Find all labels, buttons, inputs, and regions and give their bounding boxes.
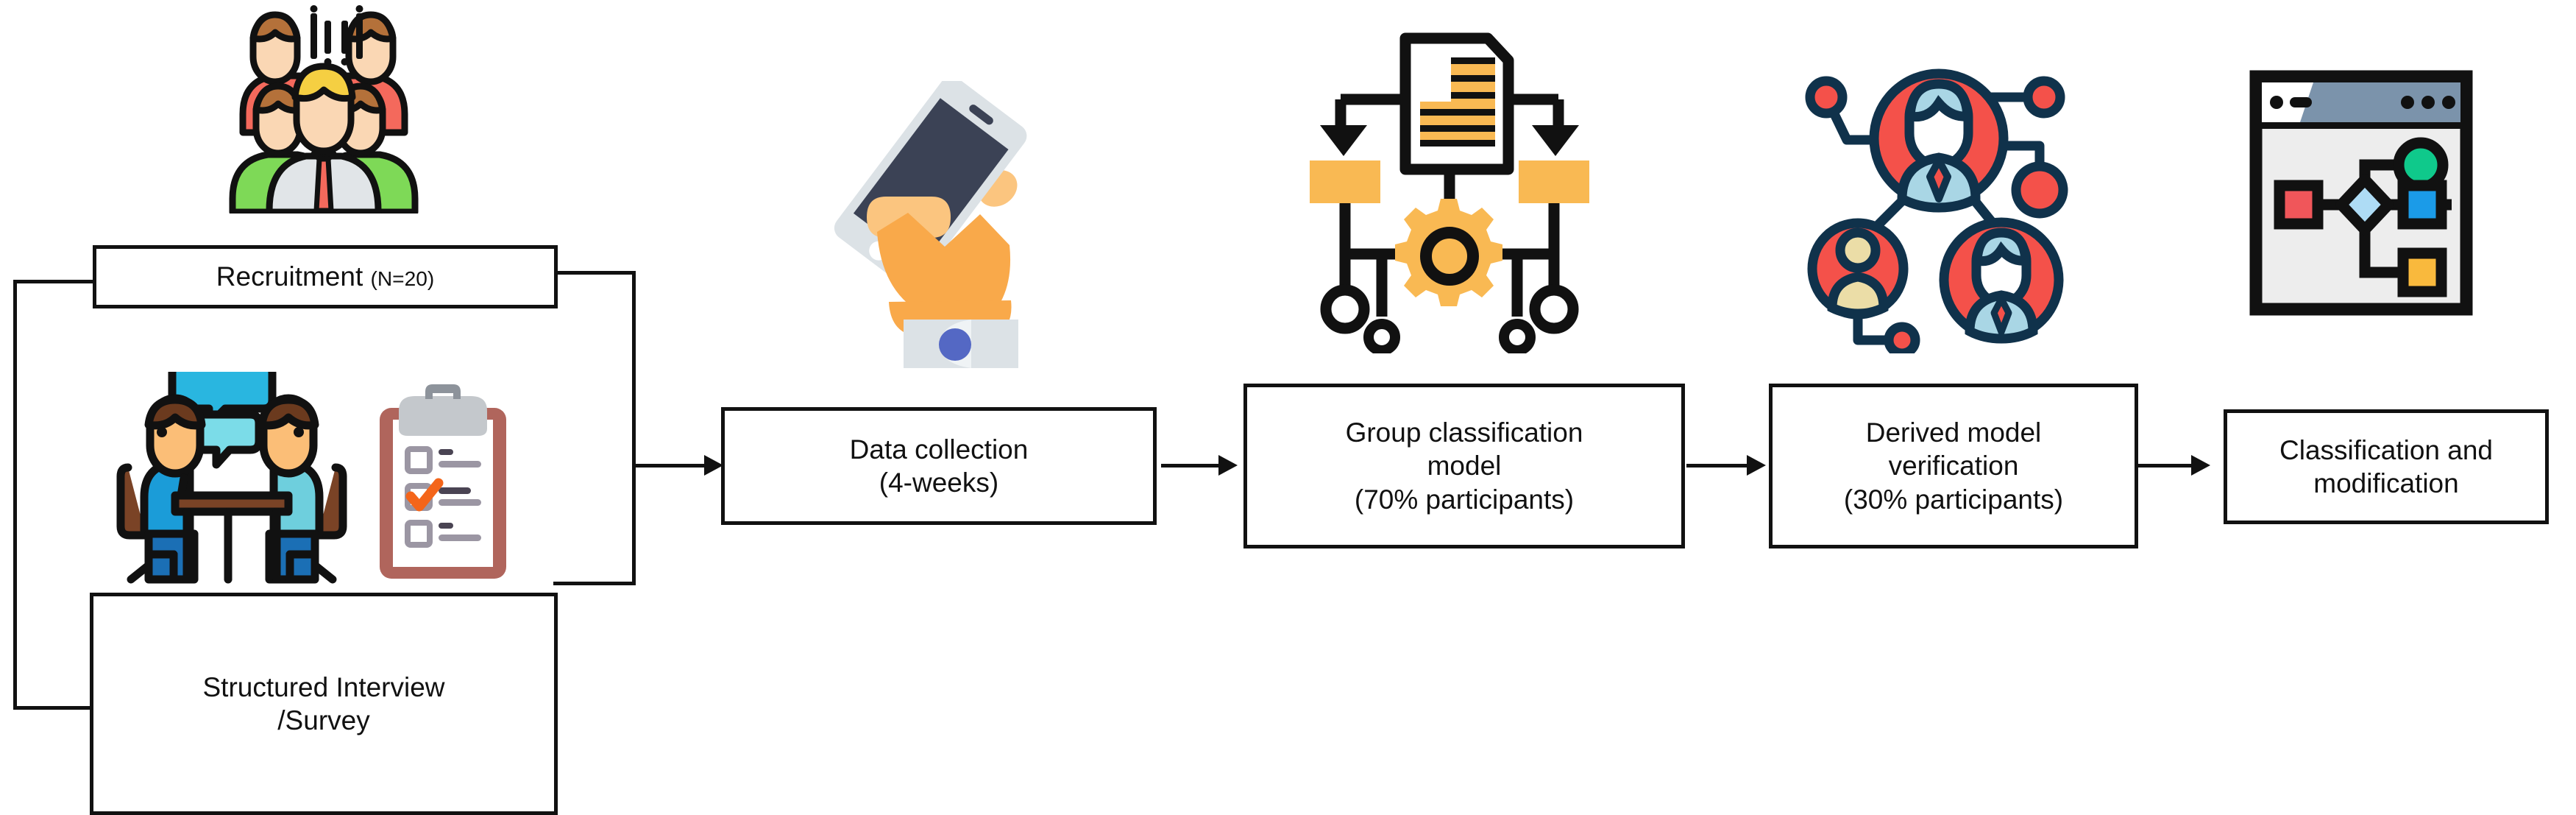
people-group-icon [221,0,427,214]
recruitment-label: Recruitment [216,261,363,292]
group-classification-line2: model [1427,451,1502,481]
node-recruitment[interactable]: Recruitment (N=20) [93,245,558,308]
derived-model-line2: verification [1888,451,2019,481]
right-bracket-vertical [632,271,636,585]
left-bracket-vertical [13,280,17,710]
clipboard-survey-icon [362,377,524,590]
group-classification-line3: (70% participants) [1354,484,1575,515]
node-classification-and-modification[interactable]: Classification and modification [2224,409,2549,524]
browser-flowchart-icon [2249,35,2474,345]
left-bracket-bottom [13,706,93,710]
classification-modification-line1: Classification and [2279,434,2493,465]
arrow-data-to-group-line [1161,464,1221,468]
interview-icon [110,372,353,593]
derived-model-line1: Derived model [1865,417,2042,448]
arrow-group-to-derived-line [1686,464,1750,468]
network-people-icon [1788,15,2075,353]
arrow-to-data-collection-line [632,464,709,468]
left-bracket-top [13,280,96,283]
hand-phone-icon [824,81,1045,368]
classification-flow-icon [1295,22,1604,353]
arrow-group-to-derived-head [1747,455,1766,476]
structured-interview-line2: /Survey [277,705,370,735]
arrow-to-data-collection-head [704,455,723,476]
right-bracket-bottom [553,582,636,585]
arrow-data-to-group-head [1218,455,1238,476]
recruitment-sublabel: (N=20) [370,267,435,291]
classification-modification-line2: modification [2313,468,2459,498]
arrow-derived-to-classification-head [2191,455,2210,476]
right-bracket-top [553,271,636,275]
data-collection-line1: Data collection [849,434,1029,465]
group-classification-line1: Group classification [1345,417,1583,448]
structured-interview-line1: Structured Interview [202,671,445,702]
node-structured-interview[interactable]: Structured Interview /Survey [90,593,558,815]
arrow-derived-to-classification-line [2137,464,2194,468]
node-group-classification-model[interactable]: Group classification model (70% particip… [1243,384,1685,548]
data-collection-line2: (4-weeks) [879,468,999,498]
node-data-collection[interactable]: Data collection (4-weeks) [721,407,1157,525]
node-derived-model-verification[interactable]: Derived model verification (30% particip… [1769,384,2138,548]
derived-model-line3: (30% participants) [1843,484,2064,515]
